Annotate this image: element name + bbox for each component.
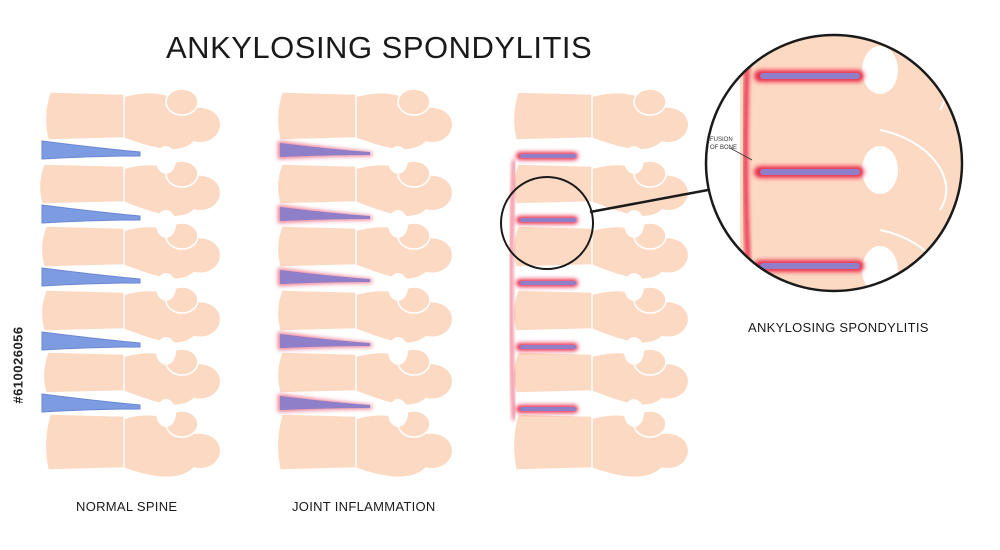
ankylosing-spondylitis-label: ANKYLOSING SPONDYLITIS [748, 320, 929, 335]
vertebral-body [276, 91, 357, 141]
posterior-processes [117, 88, 222, 479]
vertebral-body [512, 289, 593, 332]
foramina [624, 146, 644, 427]
disc-fused [520, 218, 576, 222]
spine-normal [38, 88, 222, 479]
fusion-pointer-line [729, 147, 753, 161]
intervertebral-foramen [156, 210, 176, 238]
vertebral-body [276, 225, 357, 268]
vertebral-body [512, 351, 593, 394]
disc-fused [520, 407, 576, 411]
vertebral-body [512, 163, 593, 205]
disc-inflamed [280, 207, 370, 221]
intervertebral-foramen [388, 273, 408, 301]
disc-normal [41, 140, 141, 160]
page-title: ANKYLOSING SPONDYLITIS [166, 30, 593, 65]
vertebral-body [276, 351, 357, 394]
vertebral-body [276, 163, 357, 205]
vertebral-body [512, 225, 593, 268]
disc-normal [41, 393, 141, 413]
spine-ankylosing [500, 88, 709, 479]
vertebral-body [44, 91, 125, 141]
vertebral-body [40, 225, 125, 268]
foramina [388, 146, 408, 427]
posterior-processes [585, 88, 690, 479]
vertebral-body [276, 413, 357, 471]
vertebral-body [512, 91, 593, 141]
foramina [156, 146, 176, 427]
vertebral-body [44, 413, 125, 471]
vertebral-body [512, 413, 593, 471]
facet-joint [397, 88, 431, 116]
disc-normal [41, 267, 141, 287]
intervertebral-foramen [388, 337, 408, 365]
fusion-of-bone-label: FUSION OF BONE [710, 137, 738, 151]
vertebral-body [40, 289, 125, 332]
anterior-fusion-line [509, 159, 516, 421]
intervertebral-foramen [156, 146, 176, 174]
zoom-content [740, 35, 962, 291]
disc-normal [41, 331, 141, 351]
intervertebral-foramen [624, 337, 644, 365]
zoom-disc-fused [760, 73, 860, 79]
vertebral-body [38, 163, 125, 205]
zoom-disc-fused [760, 263, 860, 269]
vertebral-bodies [38, 91, 125, 471]
intervertebral-foramen [624, 210, 644, 238]
intervertebral-foramen [624, 399, 644, 427]
facet-joint [165, 88, 199, 116]
intervertebral-discs [41, 140, 141, 413]
intervertebral-foramen [388, 210, 408, 238]
intervertebral-discs [278, 141, 372, 412]
disc-fused [520, 281, 576, 285]
intervertebral-foramen [624, 273, 644, 301]
highlight-circle [500, 176, 594, 270]
stock-id-text: #610026056 [10, 326, 26, 404]
intervertebral-discs [516, 152, 578, 413]
zoom-disc-fused [760, 169, 860, 175]
zoom-circle [704, 33, 964, 293]
disc-fused [520, 345, 576, 349]
zoom-foramen [862, 46, 898, 94]
vertebral-bodies [276, 91, 357, 471]
disc-inflamed [280, 143, 370, 157]
intervertebral-foramen [156, 399, 176, 427]
stock-id-watermark: #610026056 [10, 305, 26, 425]
vertebral-bodies [512, 91, 593, 471]
zoom-outline [704, 33, 964, 293]
joint-inflammation-label: JOINT INFLAMMATION [292, 499, 436, 514]
spines-group [38, 88, 709, 479]
zoom-process-outline [879, 129, 948, 211]
vertebral-body [42, 351, 125, 394]
intervertebral-foramen [388, 146, 408, 174]
disc-inflamed [280, 334, 370, 348]
intervertebral-foramen [388, 399, 408, 427]
spine-inflammation [276, 88, 454, 479]
zoom-connector-line [589, 188, 709, 214]
disc-fused [520, 154, 576, 158]
disc-inflamed [280, 396, 370, 410]
facet-joint [633, 88, 667, 116]
disc-inflamed [280, 270, 370, 284]
disc-normal [41, 204, 141, 224]
intervertebral-foramen [624, 146, 644, 174]
intervertebral-foramen [156, 337, 176, 365]
vertebral-body [276, 289, 357, 332]
normal-spine-label: NORMAL SPINE [76, 499, 178, 514]
intervertebral-foramen [156, 273, 176, 301]
zoom-foramen [862, 146, 898, 194]
